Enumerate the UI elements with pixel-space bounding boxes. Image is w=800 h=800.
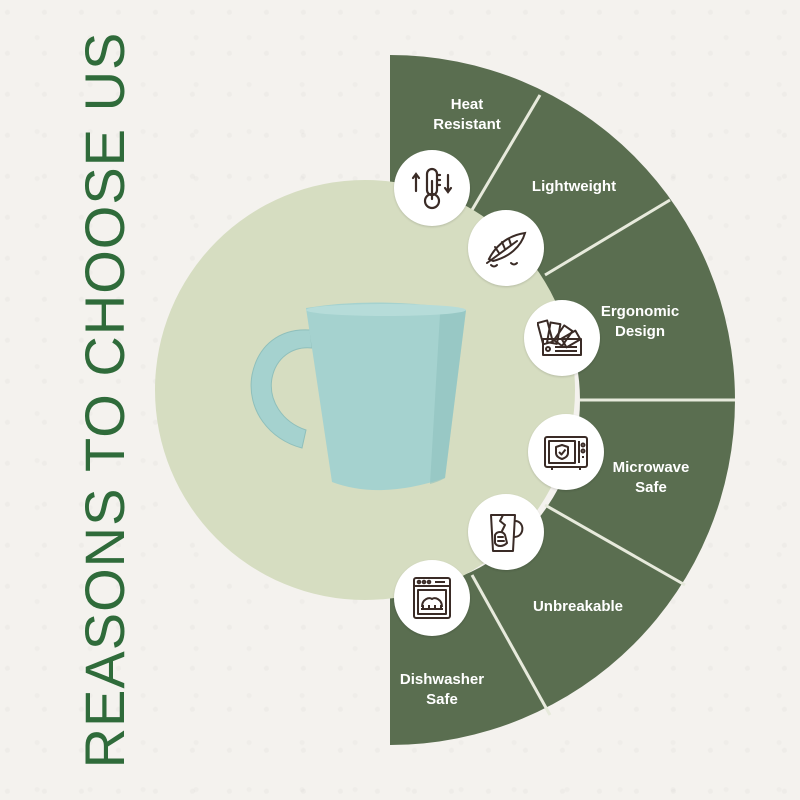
- feature-badge-dishwasher-safe: [394, 560, 470, 636]
- feature-icon: [486, 231, 527, 268]
- feature-badge-ergonomic-design: [524, 300, 600, 376]
- feature-badge-microwave-safe: [528, 414, 604, 490]
- mug-icon: [250, 302, 466, 491]
- color-swatch-icon: [537, 319, 582, 356]
- feature-label-lightweight: Lightweight: [531, 177, 617, 195]
- feature-badge-heat-resistant: [394, 150, 470, 226]
- feature-label-dishwasher-safe: Dishwasher Safe: [399, 670, 485, 708]
- mug-in-hand-icon: [490, 514, 524, 552]
- feature-label-unbreakable: Unbreakable: [532, 597, 624, 615]
- feature-label-microwave-safe: Microwave Safe: [612, 458, 690, 496]
- dishwasher-icon: [413, 577, 451, 619]
- panel-dividers: [470, 94, 735, 716]
- microwave-icon: [544, 436, 588, 470]
- feature-label-heat-resistant: Heat Resistant: [433, 95, 501, 133]
- feature-badge-lightweight: [468, 210, 544, 286]
- feature-badge-unbreakable: [468, 494, 544, 570]
- feature-label-ergonomic-design: Ergonomic Design: [600, 302, 680, 340]
- thermometer-icon: [411, 167, 453, 210]
